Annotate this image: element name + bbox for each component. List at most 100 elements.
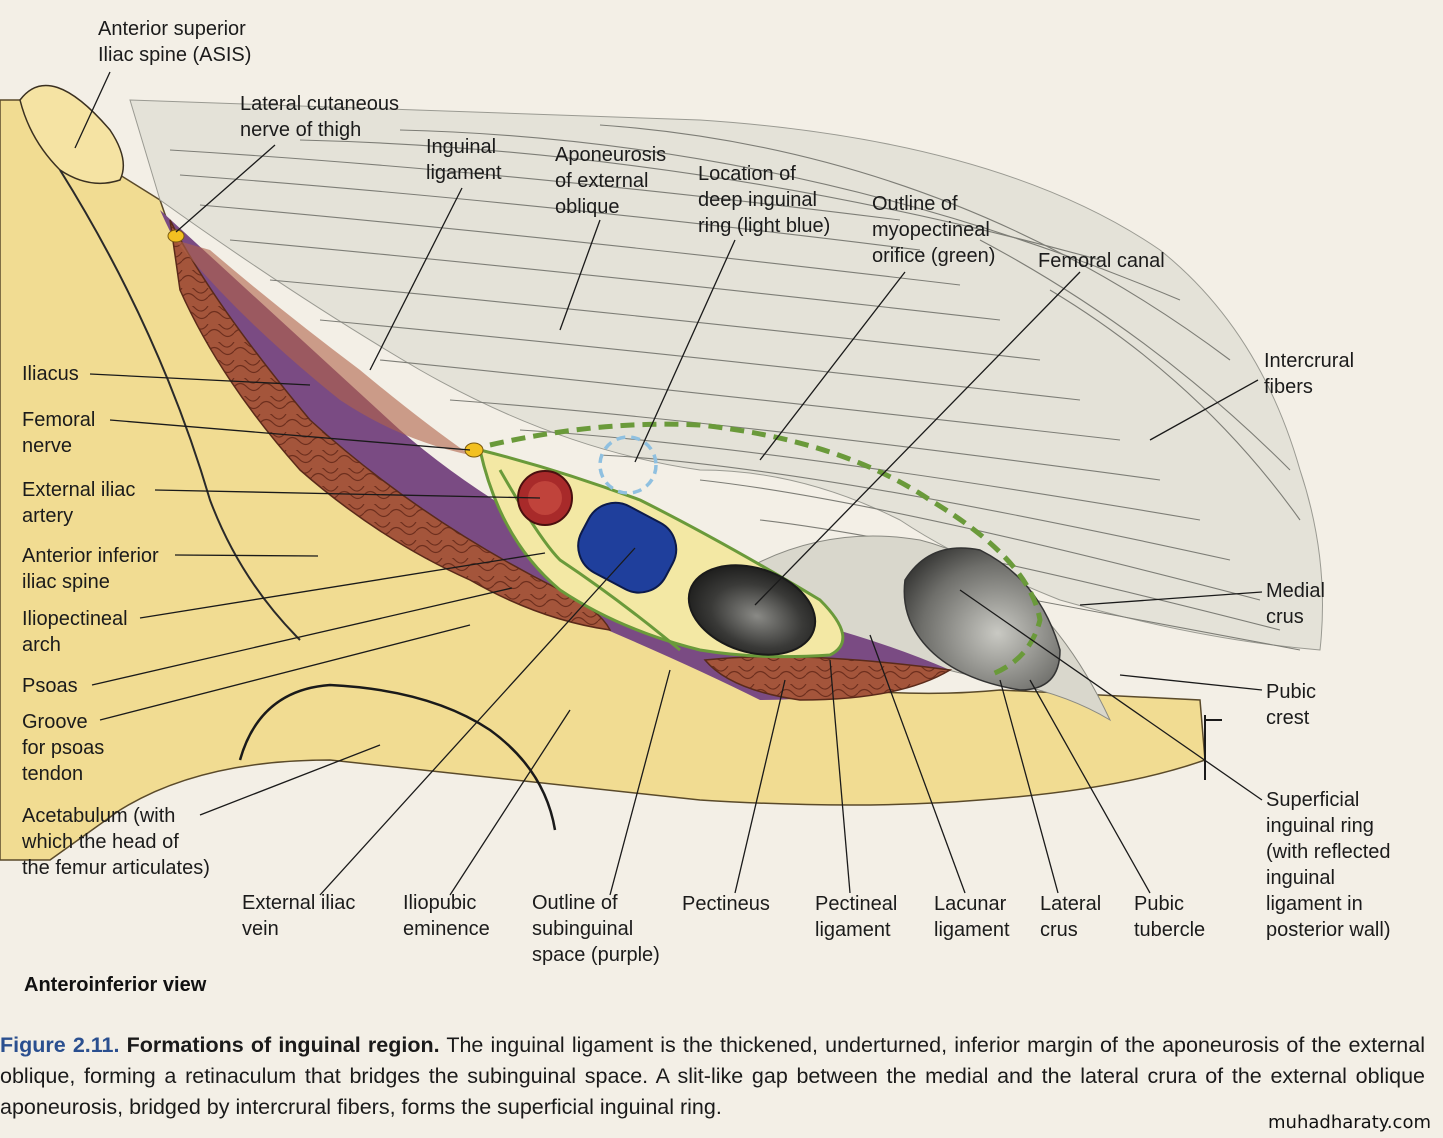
label-line: of external (555, 170, 649, 192)
label-line: External iliac (22, 479, 136, 501)
bone-edge-line (59, 169, 301, 641)
label-external-iliac-vein: External iliac vein (242, 890, 355, 942)
watermark: muhadharaty.com (1268, 1112, 1431, 1133)
label-line: Medial (1266, 580, 1325, 602)
iliacus-muscle (175, 240, 470, 455)
label-line: Lacunar (934, 893, 1007, 915)
acetabulum-rim (238, 683, 557, 831)
label-inguinal-ligament: Inguinal ligament (426, 134, 502, 186)
external-iliac-vein (577, 501, 678, 594)
label-line: the femur articulates) (22, 857, 210, 879)
label-line: Outline of (532, 892, 618, 914)
label-line: myopectineal (872, 219, 990, 241)
label-line: ligament in (1266, 893, 1363, 915)
label-line: which the head of (22, 831, 179, 853)
asis-bone (19, 84, 125, 185)
label-line: ligament (426, 162, 502, 184)
label-line: space (purple) (532, 944, 660, 966)
label-line: fibers (1264, 376, 1313, 398)
label-line: Femoral canal (1038, 250, 1165, 272)
deep-inguinal-ring (598, 435, 658, 495)
label-deep-inguinal-ring: Location of deep inguinal ring (light bl… (698, 161, 830, 239)
label-line: iliac spine (22, 571, 110, 593)
label-line: ligament (934, 919, 1010, 941)
lateral-cutaneous-nerve (167, 229, 185, 243)
label-line: deep inguinal (698, 189, 817, 211)
label-aponeurosis: Aponeurosis of external oblique (555, 142, 666, 220)
figure-caption: Figure 2.11. Formations of inguinal regi… (0, 1030, 1425, 1123)
femoral-canal (687, 564, 817, 656)
label-line: Superficial (1266, 789, 1360, 811)
label-line: eminence (403, 918, 490, 940)
label-line: crest (1266, 707, 1310, 729)
label-line: vein (242, 918, 279, 940)
label-femoral-canal: Femoral canal (1038, 248, 1165, 274)
label-line: ring (light blue) (698, 215, 831, 237)
label-line: tubercle (1134, 919, 1206, 941)
label-line: Pubic (1134, 893, 1185, 915)
label-line: artery (22, 505, 74, 527)
label-line: Groove (22, 711, 88, 733)
label-subinguinal-space: Outline of subinguinal space (purple) (532, 890, 660, 968)
label-external-iliac-artery: External iliac artery (22, 477, 135, 529)
label-lateral-crus: Lateral crus (1040, 891, 1101, 943)
label-line: ligament (815, 919, 891, 941)
label-myopectineal-orifice: Outline of myopectineal orifice (green) (872, 191, 995, 269)
label-asis: Anterior superior Iliac spine (ASIS) (98, 16, 251, 68)
label-pubic-tubercle: Pubic tubercle (1134, 891, 1205, 943)
label-acetabulum: Acetabulum (with which the head of the f… (22, 803, 210, 881)
label-line: Psoas (22, 675, 78, 697)
label-line: arch (22, 634, 61, 656)
label-line: Pubic (1266, 681, 1317, 703)
inguinal-region-illustration (0, 71, 1323, 896)
label-line: Femoral (22, 409, 96, 431)
label-line: tendon (22, 763, 84, 785)
label-line: nerve of thigh (240, 119, 362, 141)
figure-caption-text: The inguinal ligament is the thickened, … (0, 1033, 1425, 1119)
label-line: Location of (698, 163, 796, 185)
label-lacunar-ligament: Lacunar ligament (934, 891, 1010, 943)
label-line: Anterior inferior (22, 545, 159, 567)
label-intercrural-fibers: Intercrural fibers (1264, 348, 1354, 400)
figure-title: Formations of inguinal region. (126, 1033, 440, 1057)
leader-lines (74, 71, 1263, 896)
label-line: Pectineal (815, 893, 898, 915)
label-line: Lateral (1040, 893, 1102, 915)
label-aiis: Anterior inferior iliac spine (22, 543, 159, 595)
label-pubic-crest: Pubic crest (1266, 679, 1316, 731)
external-oblique-aponeurosis (129, 99, 1323, 651)
label-medial-crus: Medial crus (1266, 578, 1325, 630)
figure-number: Figure 2.11. (0, 1033, 120, 1057)
label-line: Iliac spine (ASIS) (98, 44, 252, 66)
label-psoas: Psoas (22, 673, 78, 699)
label-line: oblique (555, 196, 620, 218)
label-pectineal-ligament: Pectineal ligament (815, 891, 897, 943)
label-line: Iliacus (22, 363, 79, 385)
label-line: subinguinal (532, 918, 634, 940)
label-line: orifice (green) (872, 245, 996, 267)
label-femoral-nerve: Femoral nerve (22, 407, 95, 459)
label-line: Pectineus (682, 893, 770, 915)
label-line: (with reflected (1266, 841, 1391, 863)
label-line: External iliac (242, 892, 356, 914)
label-iliopubic-eminence: Iliopubic eminence (403, 890, 490, 942)
iliopsoas-muscle (169, 219, 612, 631)
label-line: Iliopubic (403, 892, 477, 914)
myopectineal-orifice-outline (489, 421, 1043, 678)
artery-lumen (528, 481, 562, 515)
label-line: Iliopectineal (22, 608, 128, 630)
label-line: Outline of (872, 193, 958, 215)
label-line: Intercrural (1264, 350, 1355, 372)
label-line: nerve (22, 435, 73, 457)
pubic-edge (1204, 715, 1222, 780)
view-label: Anteroinferior view (24, 974, 207, 996)
label-line: crus (1266, 606, 1304, 628)
label-iliacus: Iliacus (22, 361, 79, 387)
aponeurosis-fibers (169, 124, 1301, 651)
label-line: inguinal (1266, 867, 1335, 889)
label-iliopectineal-arch: Iliopectineal arch (22, 606, 128, 658)
label-line: crus (1040, 919, 1078, 941)
label-line: Aponeurosis (555, 144, 667, 166)
label-groove-psoas-tendon: Groove for psoas tendon (22, 709, 104, 787)
